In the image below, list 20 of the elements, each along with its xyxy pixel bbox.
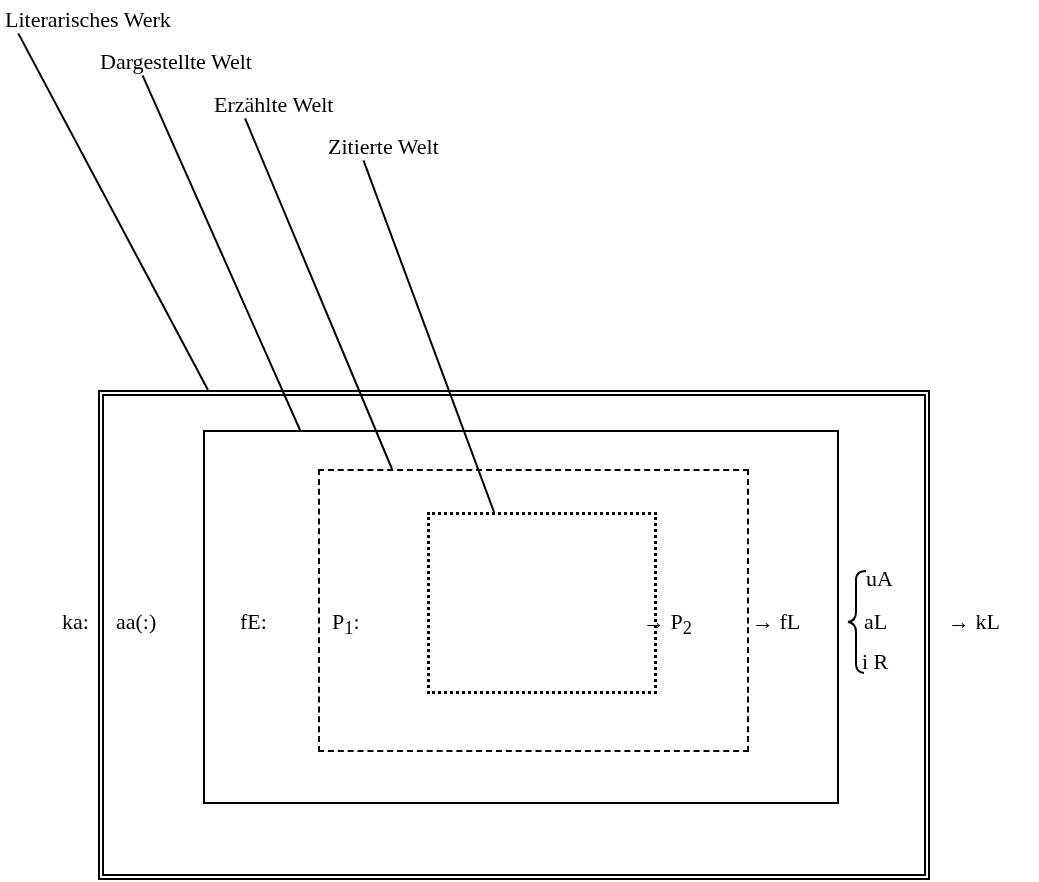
- label-text: aa(:): [116, 611, 157, 633]
- label-text: → kL: [948, 611, 1000, 633]
- double-frame: [98, 390, 930, 880]
- leader-text: Dargestellte Welt: [100, 49, 252, 76]
- leader-text: Literarisches Werk: [5, 7, 171, 34]
- leader-text: Zitierte Welt: [328, 134, 439, 161]
- label-text: → fL: [752, 611, 801, 633]
- label-text: P$_{1}$:: [332, 611, 360, 638]
- label-text: uA: [866, 568, 893, 590]
- label-text: i R: [862, 651, 889, 673]
- leader-line: [141, 74, 301, 431]
- frame-box: [203, 430, 839, 804]
- leader-line: [244, 117, 393, 470]
- leader-text: Erzählte Welt: [214, 92, 334, 119]
- dashed-frame: [318, 469, 749, 752]
- leader-line: [362, 159, 495, 513]
- leader-line: [17, 32, 209, 391]
- label-text: ka:: [62, 611, 89, 633]
- label-text: aL: [864, 611, 888, 633]
- label-text: fE:: [240, 611, 267, 633]
